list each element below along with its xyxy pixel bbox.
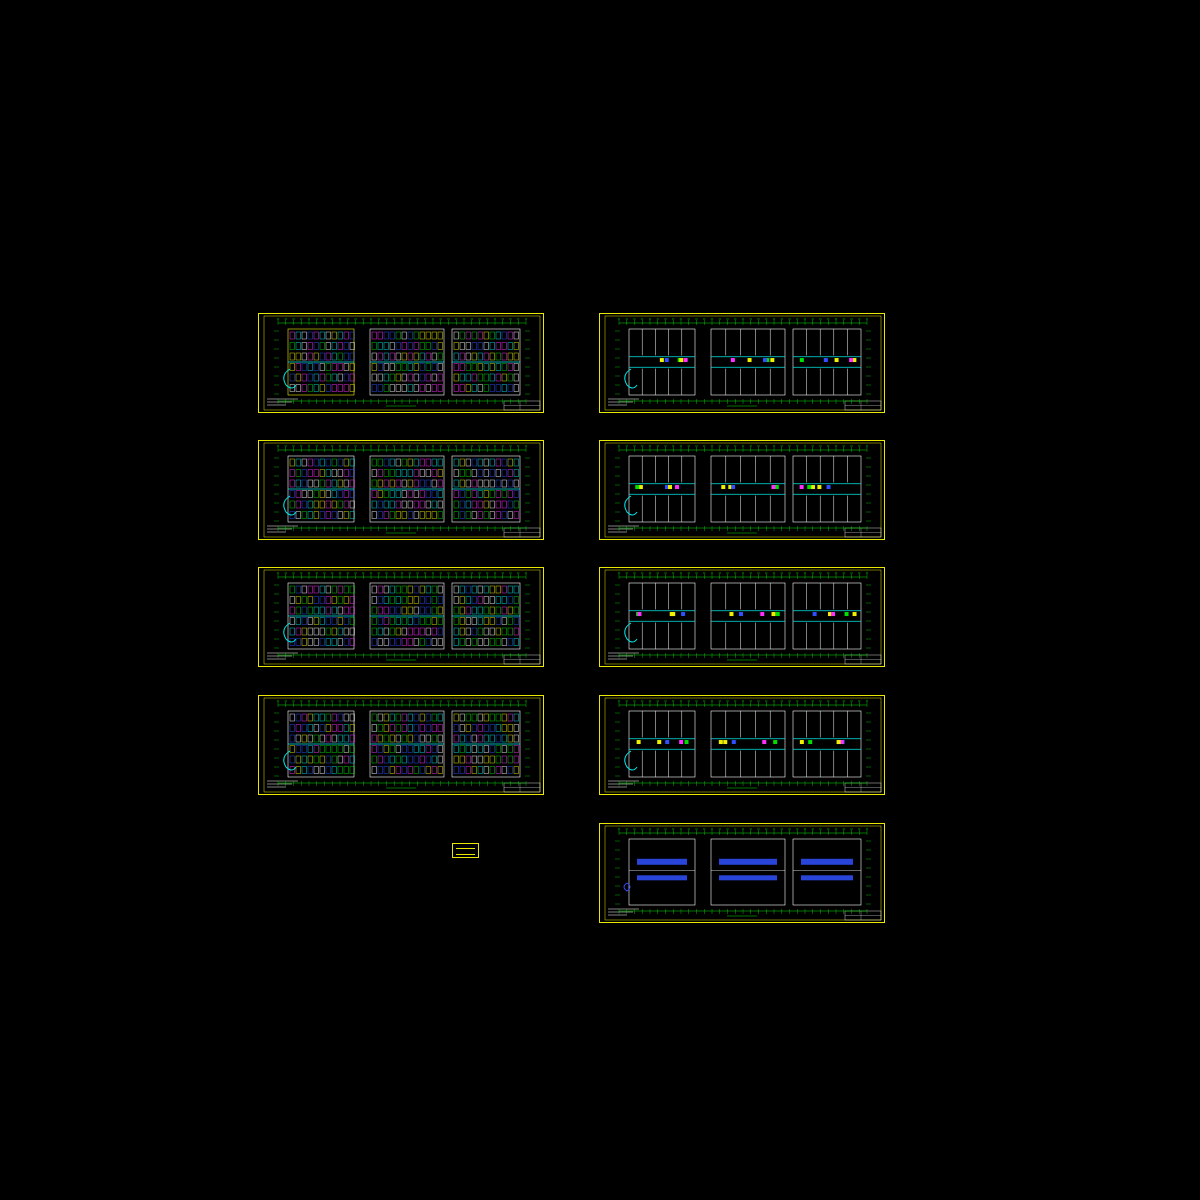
drawing-sheet[interactable] [258, 440, 544, 540]
legend-box-icon[interactable] [452, 843, 479, 858]
drawing-sheet[interactable] [258, 567, 544, 667]
drawing-sheet[interactable] [599, 567, 885, 667]
drawing-sheet[interactable] [599, 440, 885, 540]
legend-lines-icon [456, 848, 475, 855]
drawing-sheet[interactable] [599, 313, 885, 413]
drawing-sheet[interactable] [599, 695, 885, 795]
drawing-sheet[interactable] [258, 695, 544, 795]
drawing-sheet[interactable] [599, 823, 885, 923]
drawing-sheet[interactable] [258, 313, 544, 413]
